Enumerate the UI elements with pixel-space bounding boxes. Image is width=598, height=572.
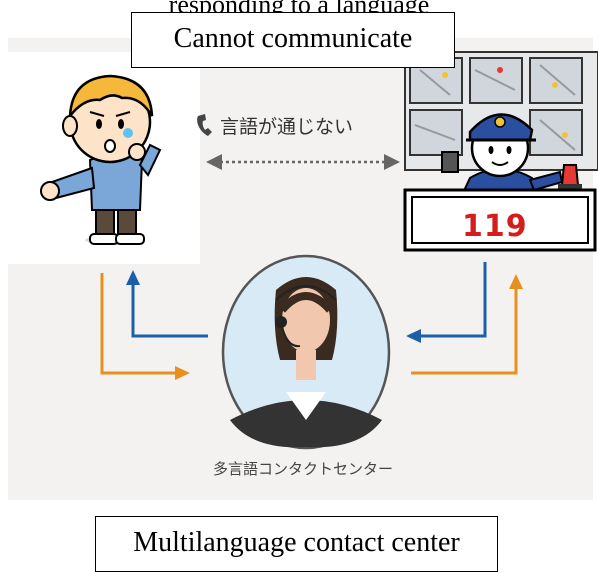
cannot-communicate-label: Cannot communicate	[131, 12, 455, 68]
phone-icon	[197, 114, 212, 136]
multilanguage-contact-center-label: Multilanguage contact center	[95, 516, 498, 572]
emergency-number: 119	[462, 209, 528, 244]
headset-icon	[275, 285, 337, 348]
contact-center-operator	[221, 254, 391, 450]
orange-arrow-from-caller	[100, 273, 190, 380]
blue-arrow-to-center	[406, 262, 487, 343]
dispatcher-119-station	[403, 51, 598, 252]
double-arrow-icon	[206, 154, 400, 170]
blue-arrow-to-caller	[126, 270, 208, 338]
orange-arrow-to-dispatcher	[411, 274, 523, 375]
jp-cannot-communicate-label: 言語が通じない	[220, 116, 354, 138]
worried-caller-illustration	[40, 74, 162, 245]
jp-contact-center-label: 多言語コンタクトセンター	[213, 460, 394, 478]
